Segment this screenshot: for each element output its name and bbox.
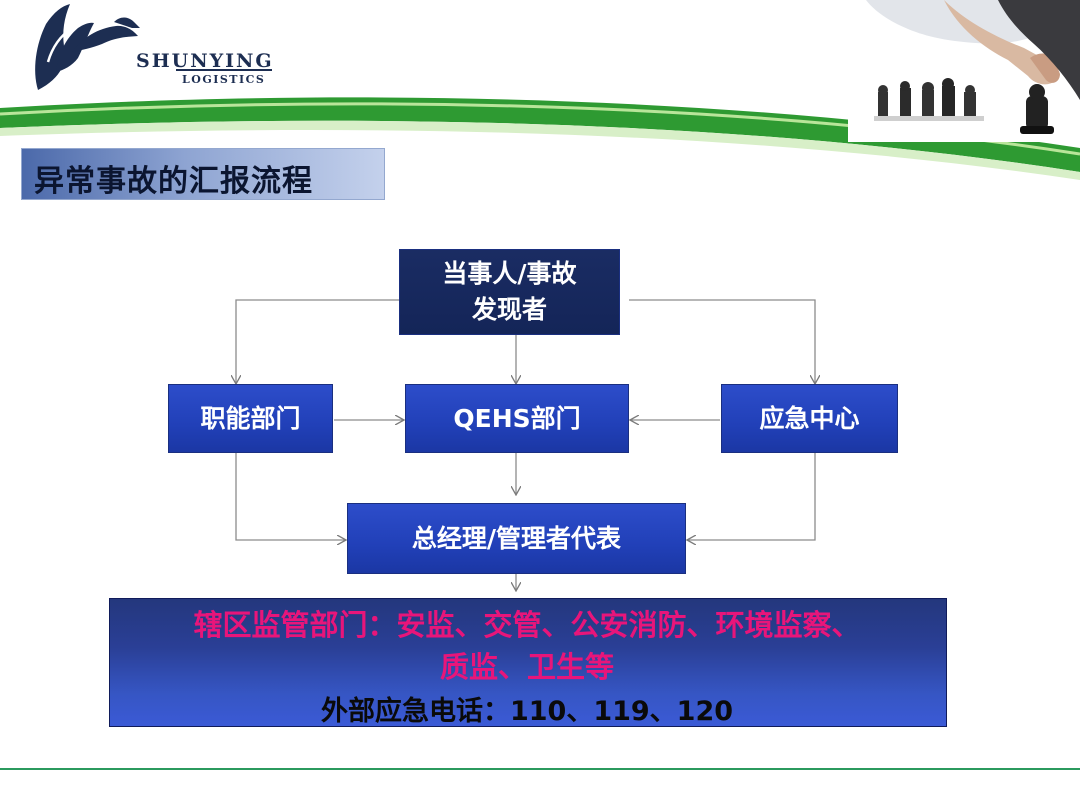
- footer-divider: [0, 768, 1080, 770]
- emergency-center-label: 应急中心: [759, 403, 860, 433]
- box-functional-dept: 职能部门: [168, 384, 333, 453]
- arrow-emergency-to-gm: [688, 453, 816, 540]
- reporter-line-1: 当事人/事故: [442, 259, 577, 288]
- brand-subtitle: LOGISTICS: [182, 73, 266, 86]
- authority-line-2: 质监、卫生等: [439, 650, 614, 684]
- general-manager-label: 总经理/管理者代表: [411, 523, 622, 553]
- functional-dept-label: 职能部门: [200, 403, 301, 433]
- qehs-dept-label: QEHS部门: [453, 403, 581, 433]
- box-reporter: 当事人/事故 发现者: [399, 249, 620, 335]
- arrow-reporter-to-dept: [236, 299, 399, 383]
- arrow-reporter-to-emergency: [629, 299, 815, 383]
- arrow-dept-to-gm: [235, 453, 345, 540]
- authority-line-1: 辖区监管部门：安监、交管、公安消防、环境监察、: [193, 608, 861, 642]
- reporter-line-2: 发现者: [471, 295, 547, 324]
- box-general-manager: 总经理/管理者代表: [347, 503, 686, 574]
- regulatory-authority-text: 辖区监管部门：安监、交管、公安消防、环境监察、 质监、卫生等: [109, 604, 945, 688]
- page-title: 异常事故的汇报流程: [34, 164, 313, 199]
- chess-hand-image: [848, 0, 1080, 142]
- bird-logo-icon: [35, 4, 140, 90]
- brand-divider: [176, 69, 272, 71]
- box-qehs-dept: QEHS部门: [405, 384, 629, 453]
- box-emergency-center: 应急中心: [721, 384, 898, 453]
- box-regulatory-authority: [109, 598, 947, 727]
- external-emergency-phone: 外部应急电话：110、119、120: [320, 696, 734, 727]
- brand-name: SHUNYING: [136, 50, 274, 72]
- title-bar: [21, 148, 385, 200]
